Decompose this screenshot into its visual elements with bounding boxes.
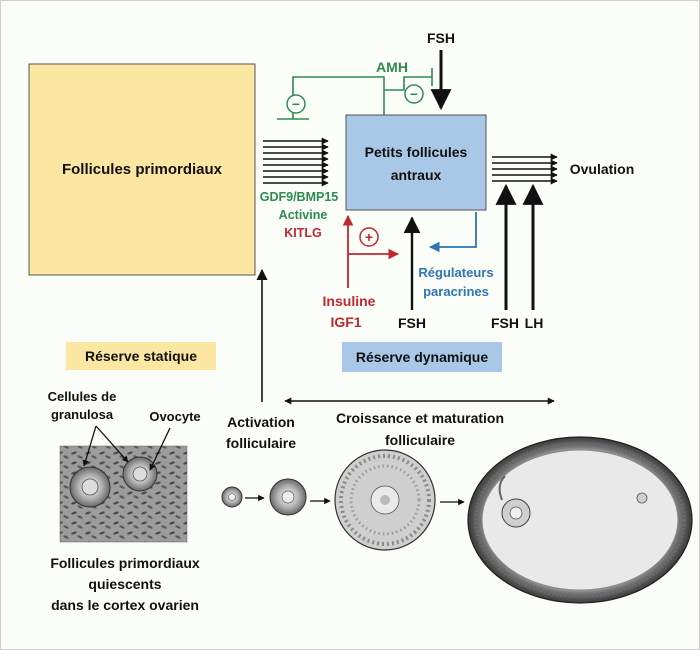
gdf9-bmp15-label: GDF9/BMP15 bbox=[260, 190, 339, 204]
kitlg-label: KITLG bbox=[284, 226, 322, 240]
primordial-follicles-label: Follicules primordiaux bbox=[62, 161, 223, 178]
ovocyte-label: Ovocyte bbox=[149, 409, 200, 424]
croissance-label-line2: folliculaire bbox=[385, 432, 455, 448]
recruitment-arrows bbox=[263, 137, 329, 187]
granulosa-label-line2: granulosa bbox=[51, 407, 114, 422]
fsh-top-label: FSH bbox=[427, 30, 455, 46]
reserve-statique-label: Réserve statique bbox=[85, 348, 197, 364]
reserve-dynamique-label: Réserve dynamique bbox=[356, 349, 488, 365]
primordial-follicles-box bbox=[28, 63, 256, 276]
paracrines-label: paracrines bbox=[423, 284, 489, 299]
micrograph-caption-line2: quiescents bbox=[88, 576, 161, 592]
activation-label-line1: Activation bbox=[227, 414, 295, 430]
amh-label: AMH bbox=[376, 59, 408, 75]
paracrine-arrow bbox=[428, 212, 477, 253]
ovulation-arrows bbox=[492, 153, 558, 185]
amh-minus-text-left: − bbox=[292, 96, 300, 112]
micrograph-pointers bbox=[82, 425, 171, 471]
amh-minus-sign-right bbox=[404, 84, 424, 104]
insulin-plus-text: + bbox=[365, 229, 373, 245]
follicle-growth-sequence bbox=[221, 436, 693, 604]
micrograph-caption-line3: dans le cortex ovarien bbox=[51, 597, 199, 613]
activation-label-line2: folliculaire bbox=[226, 435, 296, 451]
micrograph-caption-line1: Follicules primordiaux bbox=[50, 555, 200, 571]
ovulation-label: Ovulation bbox=[570, 161, 635, 177]
lh-right-label: LH bbox=[525, 315, 544, 331]
reserve-statique-badge bbox=[66, 342, 216, 370]
fsh-right-label: FSH bbox=[491, 315, 519, 331]
fsh-bottom-label: FSH bbox=[398, 315, 426, 331]
small-antral-follicles-box bbox=[345, 114, 487, 211]
granulosa-label-line1: Cellules de bbox=[48, 389, 117, 404]
amh-minus-sign-left bbox=[286, 94, 306, 114]
primordial-micrograph bbox=[59, 445, 188, 543]
activine-label: Activine bbox=[279, 208, 328, 222]
insulin-plus-sign bbox=[359, 227, 379, 247]
reserve-dynamique-badge bbox=[342, 342, 502, 372]
amh-minus-text-right: − bbox=[410, 86, 418, 102]
small-antral-follicles-label-line1: Petits follicules bbox=[365, 144, 468, 160]
igf1-label: IGF1 bbox=[330, 314, 361, 330]
croissance-label-line1: Croissance et maturation bbox=[336, 410, 504, 426]
insuline-label: Insuline bbox=[323, 293, 376, 309]
regulateurs-label: Régulateurs bbox=[418, 265, 493, 280]
small-antral-follicles-label-line2: antraux bbox=[391, 167, 442, 183]
